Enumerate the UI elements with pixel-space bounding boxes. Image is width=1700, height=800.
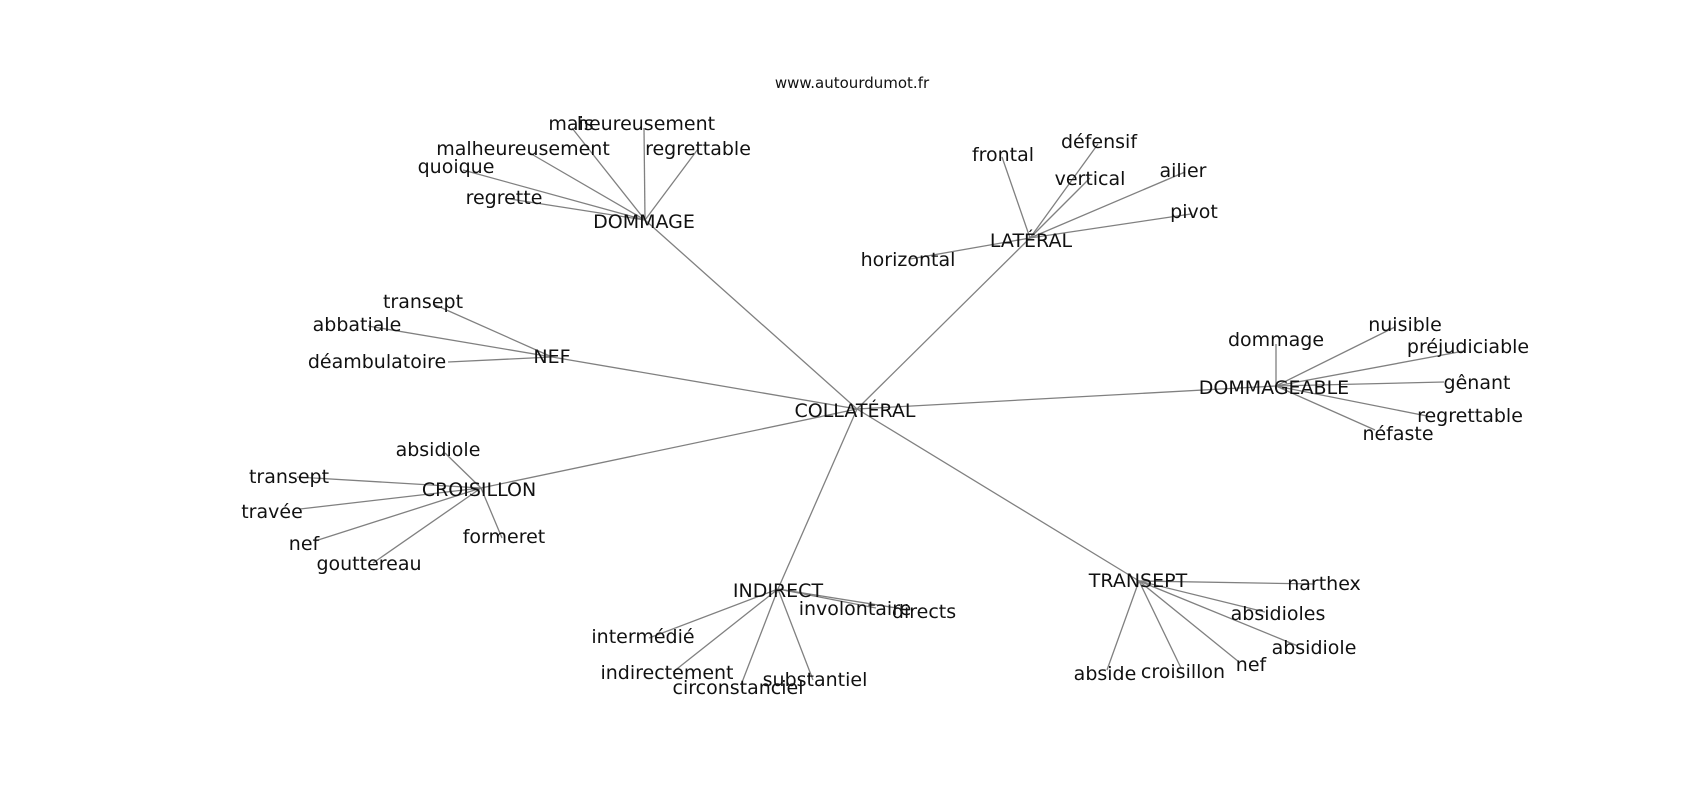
leaf-node-lateral-2[interactable]: vertical	[1055, 168, 1126, 190]
edge-dommageable-leaf-4	[1275, 385, 1433, 418]
leaf-node-indirect-1[interactable]: directs	[892, 601, 956, 623]
edge-croisillon-leaf-4	[372, 487, 482, 564]
leaf-node-dommage-4[interactable]: quoique	[418, 156, 495, 178]
leaf-node-indirect-0[interactable]: involontaire	[799, 598, 912, 620]
leaf-node-dommage-5[interactable]: regrette	[466, 187, 543, 209]
edge-nef-leaf-2	[447, 356, 553, 363]
edge-lateral-leaf-1	[1029, 143, 1099, 239]
hub-node-dommage[interactable]: DOMMAGE	[593, 211, 695, 233]
leaf-node-nef-1[interactable]: abbatiale	[313, 314, 402, 336]
hub-node-croisillon[interactable]: CROISILLON	[422, 479, 536, 501]
leaf-node-dommageable-4[interactable]: regrettable	[1417, 405, 1523, 427]
leaf-node-transept-1[interactable]: absidioles	[1231, 603, 1326, 625]
hub-node-dommageable[interactable]: DOMMAGEABLE	[1199, 377, 1349, 399]
edge-croisillon-leaf-0	[444, 452, 482, 489]
leaf-node-dommage-3[interactable]: regrettable	[645, 138, 751, 160]
leaf-node-dommage-1[interactable]: heureusement	[577, 113, 715, 135]
leaf-node-dommageable-3[interactable]: gênant	[1444, 372, 1511, 394]
edge-transept-leaf-0	[1138, 580, 1316, 585]
edge-dommage-leaf-5	[509, 198, 646, 221]
edge-dommage-leaf-3	[644, 148, 699, 221]
leaf-node-indirect-5[interactable]: substantiel	[763, 669, 868, 691]
leaf-node-croisillon-5[interactable]: formeret	[463, 526, 546, 548]
leaf-node-lateral-4[interactable]: pivot	[1170, 201, 1218, 223]
edge-dommageable-leaf-2	[1275, 350, 1465, 387]
edge-dommage-leaf-0	[571, 127, 646, 221]
edge-transept-leaf-5	[1106, 580, 1140, 671]
leaf-node-dommageable-1[interactable]: nuisible	[1368, 314, 1442, 336]
leaf-node-lateral-5[interactable]: horizontal	[861, 249, 956, 271]
edge-nef-leaf-0	[432, 303, 553, 358]
leaf-node-dommage-0[interactable]: mais	[548, 113, 593, 135]
leaf-node-croisillon-0[interactable]: absidiole	[396, 439, 481, 461]
leaf-node-lateral-0[interactable]: frontal	[972, 144, 1034, 166]
edge-nef-leaf-1	[367, 325, 553, 358]
leaf-node-indirect-3[interactable]: indirectement	[600, 662, 733, 684]
hub-node-transept[interactable]: TRANSEPT	[1088, 570, 1188, 592]
edge-dommageable-leaf-5	[1275, 385, 1376, 431]
edge-croisillon-leaf-2	[299, 487, 482, 510]
center-node[interactable]: COLLATÉRAL	[795, 399, 916, 422]
leaf-node-indirect-4[interactable]: circonstanciel	[673, 677, 804, 699]
edge-indirect-leaf-1	[777, 588, 910, 611]
leaf-node-transept-5[interactable]: abside	[1074, 663, 1137, 685]
hub-node-nef[interactable]: NEF	[533, 346, 570, 368]
edge-center-indirect	[777, 408, 858, 590]
leaf-node-dommageable-2[interactable]: préjudiciable	[1407, 336, 1529, 358]
leaf-node-nef-2[interactable]: déambulatoire	[308, 351, 446, 373]
leaf-node-croisillon-1[interactable]: transept	[249, 466, 329, 488]
edge-croisillon-leaf-5	[480, 487, 503, 539]
edge-dommageable-leaf-1	[1275, 326, 1396, 387]
edge-indirect-leaf-4	[740, 588, 779, 686]
edge-dommage-leaf-2	[527, 151, 646, 221]
hub-node-indirect[interactable]: INDIRECT	[733, 580, 824, 602]
edge-lateral-leaf-3	[1029, 171, 1186, 239]
edge-center-dommageable	[856, 385, 1277, 410]
edge-transept-leaf-2	[1138, 580, 1299, 647]
edge-center-transept	[856, 408, 1140, 582]
leaf-node-lateral-1[interactable]: défensif	[1061, 131, 1138, 153]
edge-center-croisillon	[480, 408, 858, 489]
edge-indirect-leaf-3	[672, 588, 779, 673]
edge-center-nef	[551, 356, 858, 410]
graph-edges	[296, 127, 1465, 686]
leaf-node-indirect-2[interactable]: intermédié	[591, 626, 694, 648]
edge-lateral-leaf-0	[1001, 156, 1031, 239]
edge-lateral-leaf-5	[909, 237, 1031, 260]
edge-dommage-leaf-4	[462, 169, 646, 221]
site-url: www.autourdumot.fr	[775, 74, 930, 92]
hub-node-lateral[interactable]: LATÉRAL	[990, 229, 1073, 252]
edge-center-dommage	[644, 219, 858, 410]
edge-croisillon-leaf-3	[314, 487, 482, 542]
leaf-node-nef-0[interactable]: transept	[383, 291, 463, 313]
edge-transept-leaf-1	[1138, 580, 1266, 613]
leaf-node-dommageable-0[interactable]: dommage	[1228, 329, 1324, 351]
leaf-node-dommage-2[interactable]: malheureusement	[436, 138, 610, 160]
leaf-node-dommageable-5[interactable]: néfaste	[1362, 423, 1433, 445]
leaf-node-croisillon-3[interactable]: nef	[289, 533, 321, 555]
edge-indirect-leaf-5	[777, 588, 814, 681]
edge-center-lateral	[856, 237, 1031, 410]
leaf-node-transept-0[interactable]: narthex	[1287, 573, 1361, 595]
edge-lateral-leaf-2	[1029, 177, 1091, 239]
leaf-node-croisillon-4[interactable]: gouttereau	[316, 553, 421, 575]
edge-transept-leaf-3	[1138, 580, 1240, 663]
leaf-node-lateral-3[interactable]: ailier	[1160, 160, 1207, 182]
edge-dommageable-leaf-3	[1275, 381, 1445, 387]
edge-transept-leaf-4	[1138, 580, 1182, 669]
leaf-node-transept-3[interactable]: nef	[1236, 654, 1268, 676]
leaf-node-croisillon-2[interactable]: travée	[241, 501, 303, 523]
edge-lateral-leaf-4	[1029, 213, 1192, 239]
edge-indirect-leaf-2	[648, 588, 779, 639]
edge-dommage-leaf-1	[643, 127, 646, 221]
leaf-node-transept-2[interactable]: absidiole	[1272, 637, 1357, 659]
edge-croisillon-leaf-1	[296, 476, 482, 489]
leaf-node-transept-4[interactable]: croisillon	[1141, 661, 1225, 683]
